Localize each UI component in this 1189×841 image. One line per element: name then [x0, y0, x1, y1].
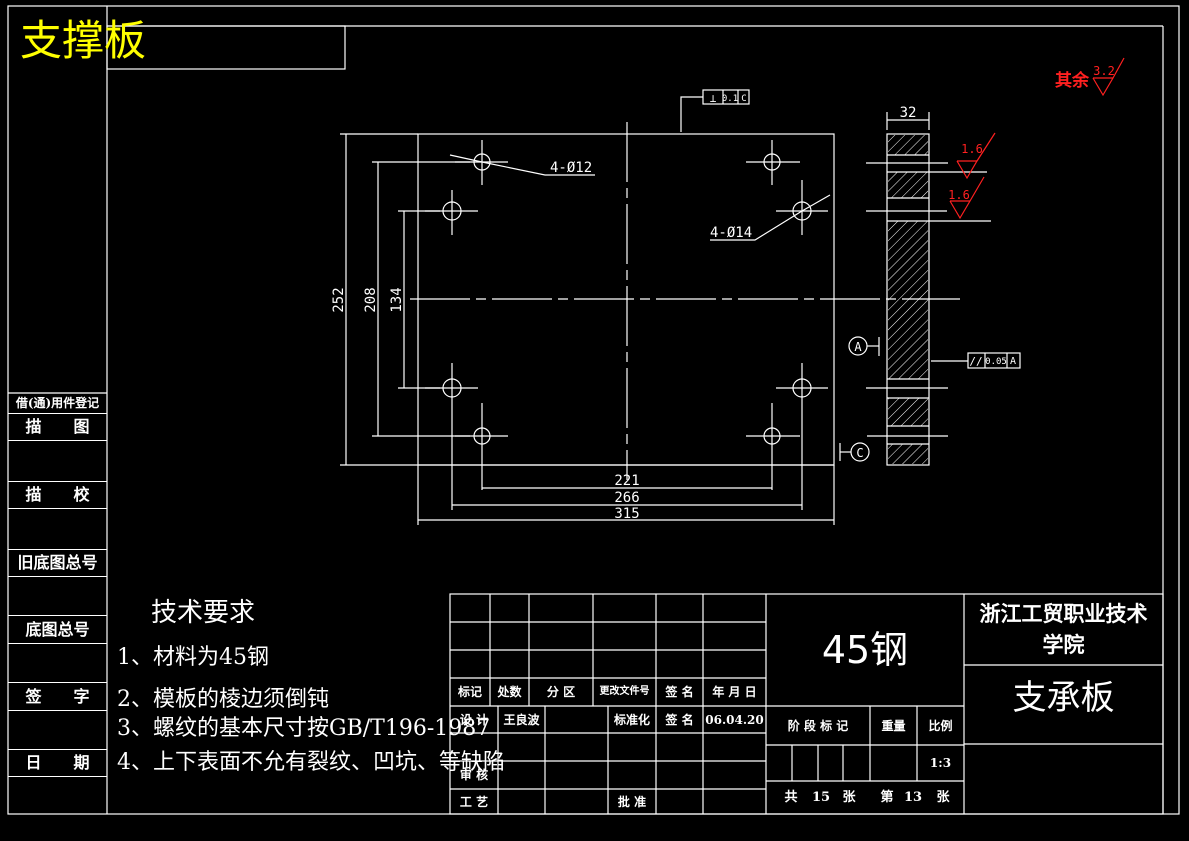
drawing-title: 支撑板 — [20, 16, 147, 65]
material: 45钢 — [821, 628, 909, 672]
dim-266: 266 — [614, 490, 639, 506]
roughness-default-label: 其余 — [1055, 71, 1089, 91]
tech-item-2: 2、模板的棱边须倒钝 — [117, 687, 329, 712]
side-blank-2 — [8, 509, 107, 550]
header-date: 年 月 日 — [712, 685, 757, 699]
approve-label: 批 准 — [617, 794, 647, 809]
side-blank-4 — [8, 644, 107, 683]
side-blank-3 — [8, 577, 107, 616]
sign-label: 签 名 — [665, 712, 694, 727]
school-name: 浙江工贸职业技术学院 — [979, 601, 1148, 657]
standardization-label: 标准化 — [613, 712, 650, 727]
flatness-frame — [702, 89, 750, 105]
dim-thickness: 32 — [900, 105, 917, 121]
side-item-borrow: 借(通)用件登记 — [8, 393, 107, 414]
datum-c-label: C — [856, 446, 863, 460]
sheet-total: 15 — [811, 790, 831, 805]
side-item-date: 日 期 — [8, 750, 107, 777]
tech-item-3: 3、螺纹的基本尺寸按GB/T196-1987 — [117, 716, 491, 741]
flatness-datum: C — [741, 94, 746, 104]
tech-item-1: 1、材料为45钢 — [117, 645, 269, 670]
dim-221: 221 — [614, 473, 639, 489]
flatness-symbol: ⊥ — [710, 92, 717, 105]
part-name: 支承板 — [1012, 678, 1115, 718]
horizontal-dimensions — [417, 464, 835, 525]
header-mark: 标记 — [457, 685, 482, 699]
review-label: 审 核 — [459, 768, 489, 782]
header-change-doc: 更改文件号 — [599, 686, 650, 697]
side-item-old-number: 旧底图总号 — [8, 550, 107, 577]
parallel-value: 0.05 — [985, 357, 1007, 367]
vertical-dimensions — [340, 133, 470, 466]
flatness-value: 0.1 — [722, 94, 738, 104]
parallel-datum: A — [1010, 356, 1016, 367]
weight-label: 重量 — [881, 718, 906, 733]
datum-a-label: A — [854, 340, 862, 354]
header-count: 处数 — [497, 685, 522, 699]
side-view — [866, 112, 991, 466]
hole-small-label: 4-Ø12 — [550, 160, 592, 176]
parallel-frame — [967, 352, 1021, 369]
side-blank-5 — [8, 711, 107, 750]
leader-hole-large — [710, 194, 831, 241]
hole-large-label: 4-Ø14 — [710, 225, 752, 241]
header-signature: 签 名 — [665, 685, 694, 699]
roughness-value-1: 1.6 — [961, 142, 983, 156]
dim-252: 252 — [331, 287, 347, 312]
sheet-info: 共 15 张 第 13 张 — [766, 781, 964, 814]
designer-name: 王良波 — [503, 712, 540, 727]
sheet-total-unit: 张 — [842, 790, 856, 805]
parallel-symbol: // — [969, 355, 982, 368]
sheet-index-unit: 张 — [936, 790, 950, 805]
roughness-value-2: 1.6 — [948, 188, 970, 202]
dim-134: 134 — [389, 287, 405, 312]
side-blank-1 — [8, 441, 107, 482]
dim-208: 208 — [363, 287, 379, 312]
sheet-index-prefix: 第 — [880, 790, 894, 805]
roughness-default-value: 3.2 — [1093, 64, 1115, 78]
design-date: 06.04.20 — [705, 712, 764, 727]
leader-hole-small — [449, 154, 595, 176]
design-label: 设 计 — [459, 712, 489, 727]
stage-label: 阶 段 标 记 — [787, 718, 849, 733]
side-item-base-number: 底图总号 — [8, 616, 107, 644]
tech-item-4: 4、上下表面不允有裂纹、凹坑、等缺陷 — [117, 750, 505, 775]
sheet-total-prefix: 共 — [784, 790, 798, 805]
process-label: 工 艺 — [459, 794, 489, 809]
tech-title: 技术要求 — [151, 598, 256, 628]
flatness-leader — [680, 96, 703, 132]
side-item-signature: 签 字 — [8, 683, 107, 711]
scale-label: 比例 — [928, 718, 953, 733]
roughness-symbols — [949, 57, 1125, 220]
header-zone: 分 区 — [546, 685, 576, 699]
sheet-index: 13 — [903, 790, 923, 805]
scale-value: 1:3 — [929, 756, 952, 770]
title-block-grid — [449, 593, 1164, 815]
side-item-trace: 描 图 — [8, 414, 107, 441]
dim-315: 315 — [614, 506, 639, 522]
side-item-trace-check: 描 校 — [8, 482, 107, 509]
